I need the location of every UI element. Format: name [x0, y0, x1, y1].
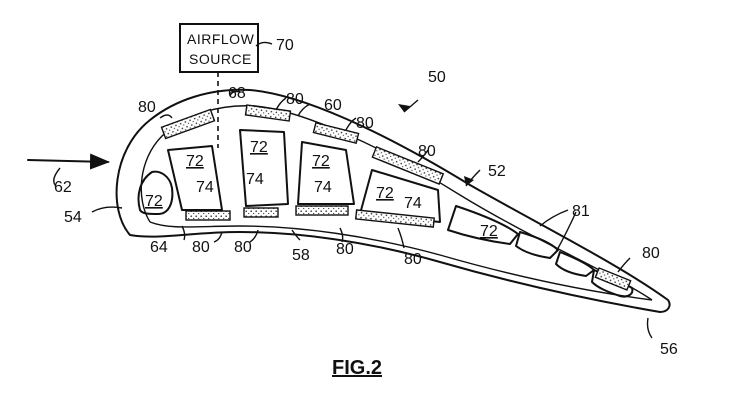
ref-80-i: 80: [642, 245, 660, 262]
coating-4: [371, 145, 445, 185]
cavity-6: [515, 231, 559, 259]
coating-3: [312, 121, 360, 145]
label-74-c: 74: [314, 179, 332, 196]
source-label: SOURCE: [189, 51, 252, 67]
ref-64: 64: [150, 239, 168, 256]
inflow-arrow: [27, 153, 110, 170]
ref-80-h: 80: [404, 251, 422, 268]
figure-caption: FIG.2: [332, 357, 382, 379]
ref-80-g: 80: [336, 241, 354, 258]
airfoil-outer-wall: [115, 88, 671, 313]
coating-7: [295, 205, 349, 216]
cavity-3: [297, 141, 355, 205]
leader-lines: [53, 41, 653, 339]
leading-edge-cavity: [137, 170, 174, 215]
ref-80-a: 80: [138, 99, 156, 116]
ref-62: 62: [54, 179, 72, 196]
coating-8: [354, 209, 435, 228]
label-72-e: 72: [480, 223, 498, 240]
ref-68: 68: [228, 85, 246, 102]
ref-70: 70: [276, 37, 294, 54]
label-72-c: 72: [312, 153, 330, 170]
label-74-a: 74: [196, 179, 214, 196]
ref-50: 50: [428, 69, 446, 86]
coating-2: [244, 104, 292, 122]
coating-6: [243, 207, 279, 218]
label-74-d: 74: [404, 195, 422, 212]
ref-52: 52: [488, 163, 506, 180]
arrow-52: [464, 176, 474, 186]
cavity-7: [555, 251, 595, 277]
ref-80-c: 80: [356, 115, 374, 132]
ref-80-b: 80: [286, 91, 304, 108]
coating-5: [185, 210, 231, 221]
label-72-a: 72: [186, 153, 204, 170]
ref-80-e: 80: [192, 239, 210, 256]
label-72-d: 72: [376, 185, 394, 202]
cavity-4: [359, 169, 441, 223]
label-72-le: 72: [145, 193, 163, 210]
ref-81: 81: [572, 203, 590, 220]
cavity-5: [447, 205, 519, 245]
arrow-50: [398, 104, 410, 112]
label-74-b: 74: [246, 171, 264, 188]
cavity-2: [239, 129, 289, 207]
airflow-source-box: [179, 23, 259, 73]
airflow-label: AIRFLOW: [187, 31, 255, 47]
cavity-1: [167, 145, 223, 211]
ref-54: 54: [64, 209, 82, 226]
ref-56: 56: [660, 341, 678, 358]
ref-80-d: 80: [418, 143, 436, 160]
ref-58: 58: [292, 247, 310, 264]
ref-80-f: 80: [234, 239, 252, 256]
label-72-b: 72: [250, 139, 268, 156]
airfoil-inner-wall-bottom: [149, 221, 653, 301]
ref-60: 60: [324, 97, 342, 114]
coating-1: [160, 108, 216, 140]
coating-9: [594, 267, 632, 291]
